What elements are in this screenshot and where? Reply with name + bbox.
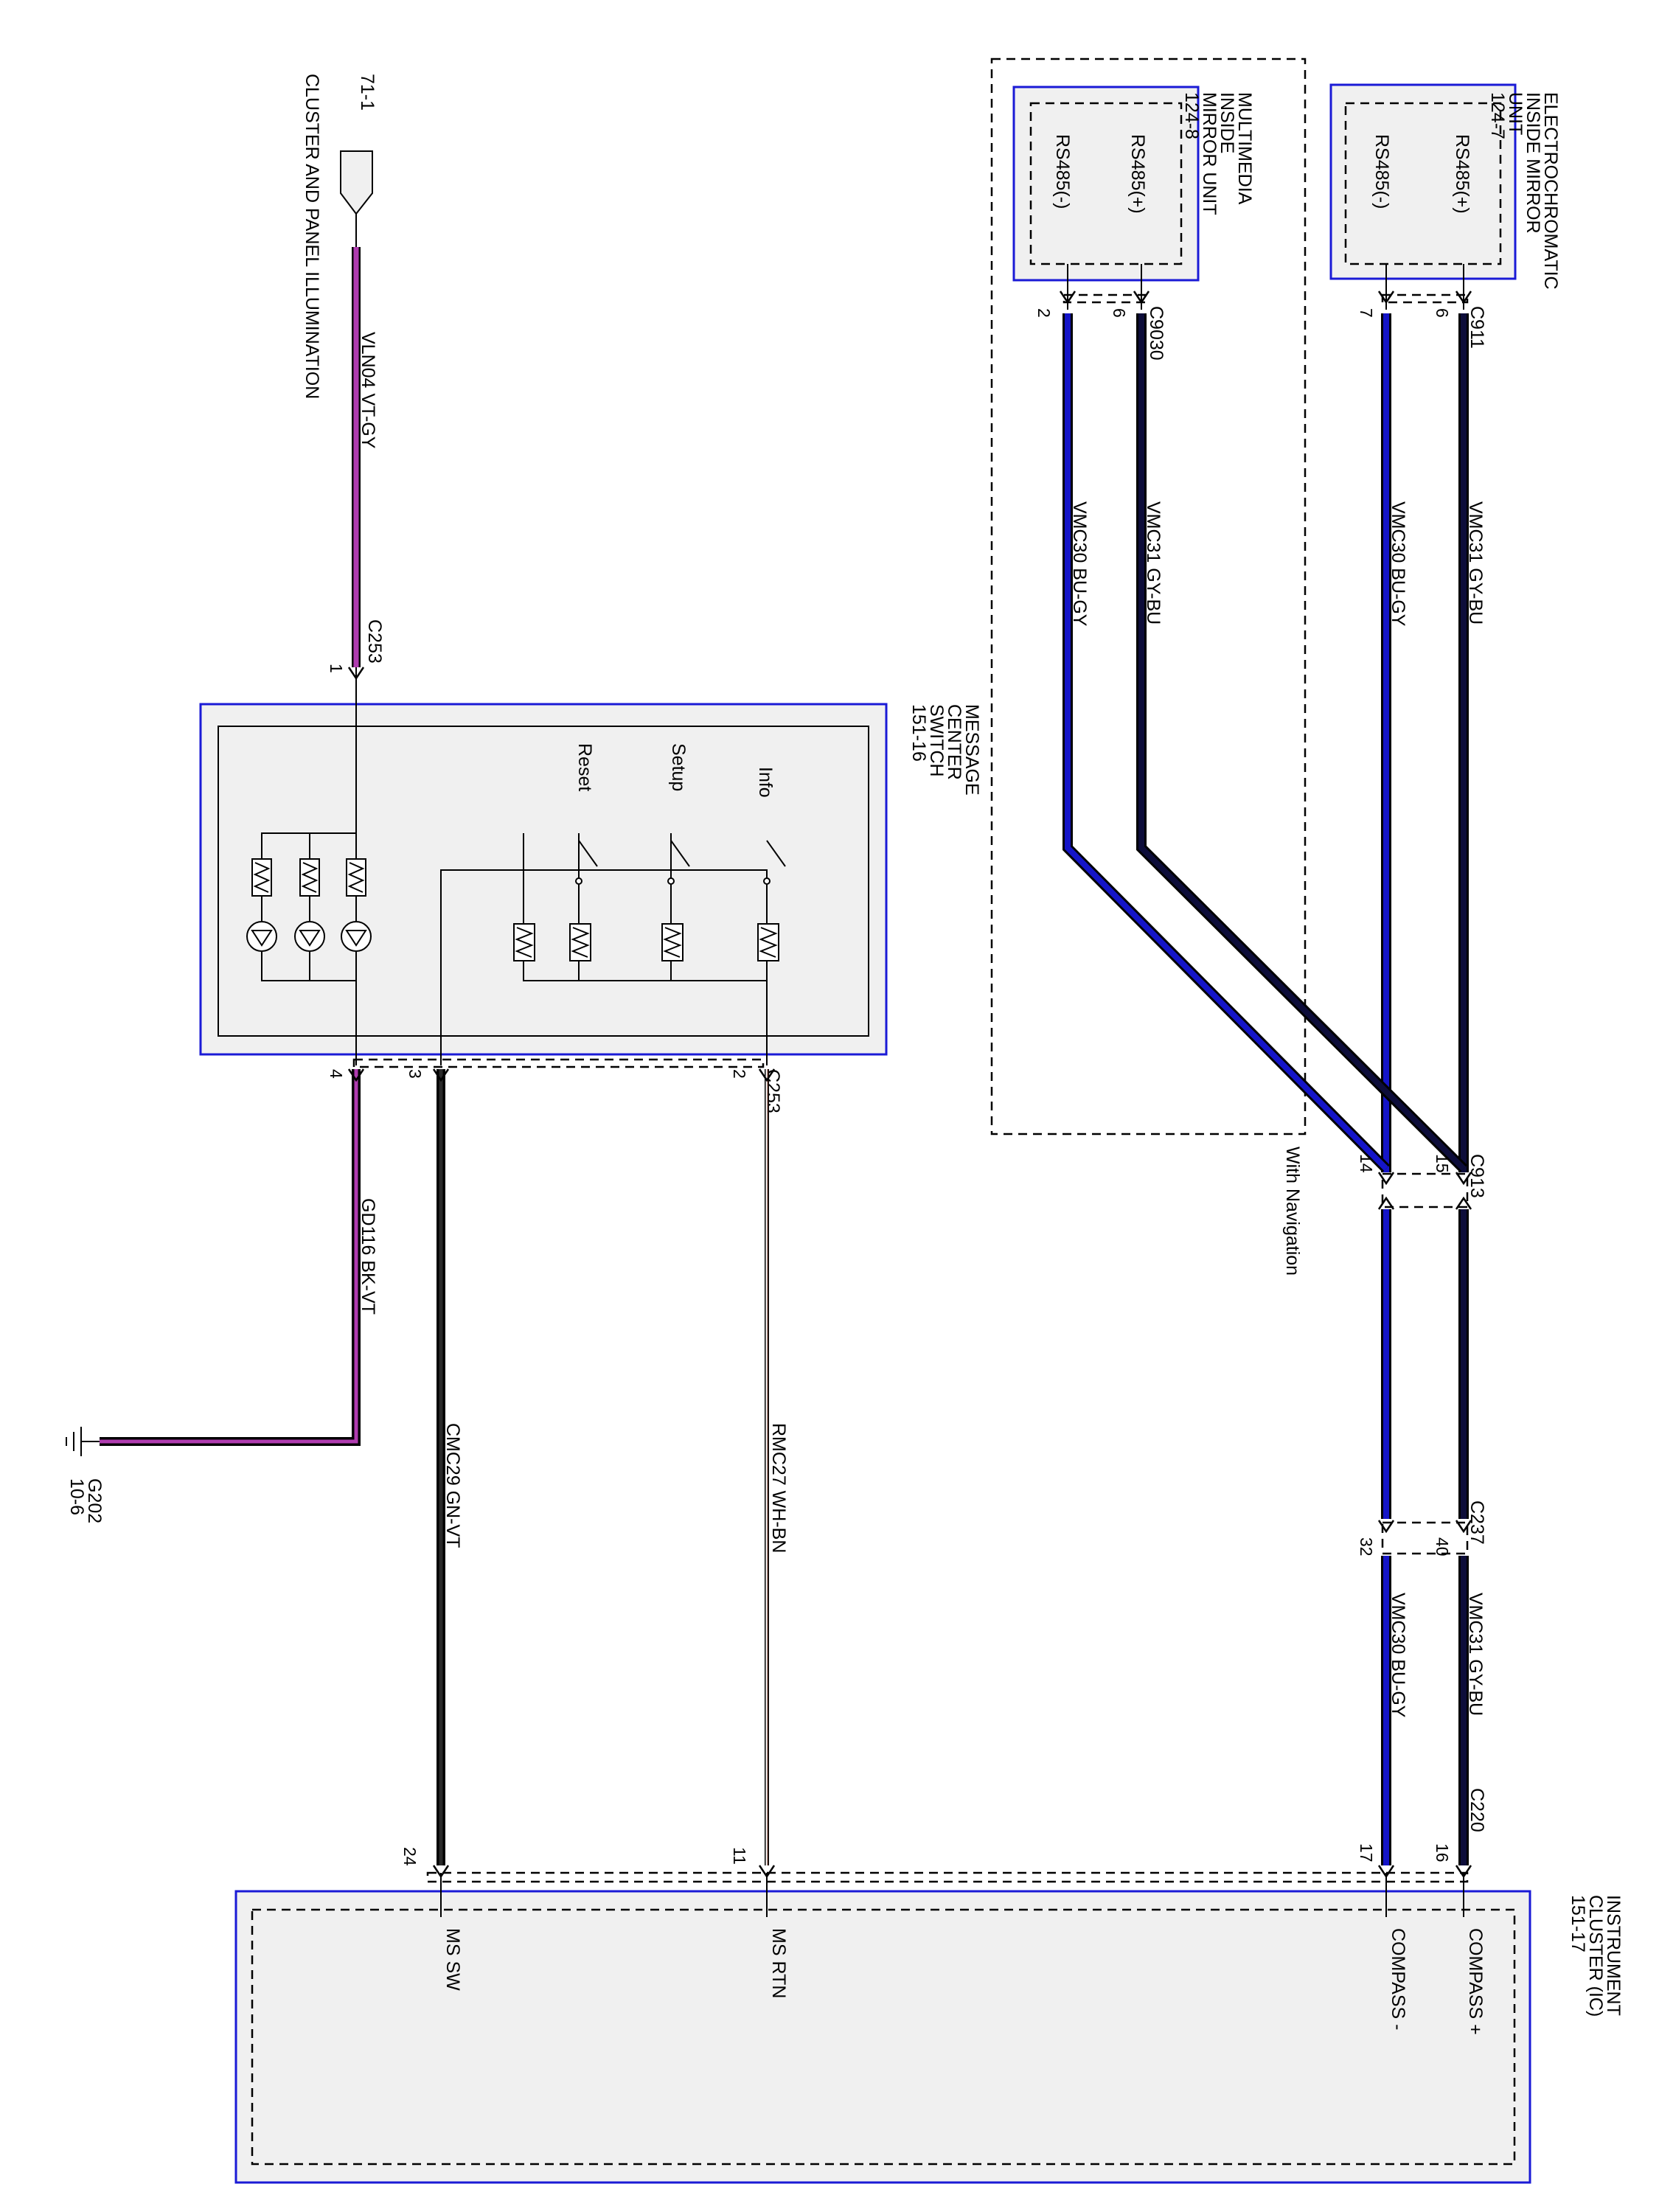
circuit-label-w5: VMC31 GY-BU: [1465, 1593, 1486, 1716]
pin-c237-40: 40: [1433, 1537, 1452, 1557]
wire-vmc30-mm: [1062, 313, 1390, 1172]
circuit-label-w1: VMC31 GY-BU: [1465, 501, 1486, 625]
msg-switch-title-3: SWITCH: [926, 704, 947, 777]
with-navigation-note: With Navigation: [1282, 1147, 1303, 1276]
pin-c220-17: 17: [1357, 1843, 1376, 1863]
mm-pin-rs485-minus: RS485(-): [1052, 134, 1073, 209]
mm-mirror-title-4: 124-8: [1181, 92, 1202, 139]
ec-mirror-title-3: UNIT: [1505, 92, 1526, 135]
ic-pin-ms-rtn: MS RTN: [768, 1928, 789, 1998]
mm-mirror-unit: MULTIMEDIA INSIDE MIRROR UNIT 124-8 RS48…: [1012, 86, 1255, 310]
switch-label-reset: Reset: [574, 743, 595, 791]
ic-pin-compass-plus: COMPASS +: [1465, 1928, 1486, 2035]
switch-label-setup: Setup: [668, 743, 689, 791]
ic-pin-compass-minus: COMPASS -: [1388, 1928, 1408, 2030]
pin-c237-32: 32: [1357, 1537, 1376, 1557]
cluster-illum-ref: 71-1: [357, 74, 378, 111]
circuit-label-w2: VMC30 BU-GY: [1388, 501, 1408, 627]
mm-mirror-title-2: INSIDE: [1217, 92, 1237, 153]
ec-mirror-title-2: INSIDE MIRROR: [1523, 92, 1543, 234]
connector-c9030: [1062, 293, 1147, 304]
message-center-switch: MESSAGE CENTER SWITCH 151-16 Info Setup …: [199, 667, 982, 1065]
mm-mirror-title-3: MIRROR UNIT: [1199, 92, 1220, 215]
pin-c253-3: 3: [406, 1069, 425, 1079]
pin-c9030-2: 2: [1034, 308, 1054, 318]
illumination-leds: [246, 858, 372, 952]
ground-ref: G202: [84, 1478, 105, 1523]
circuit-label-w10: GD116 BK-VT: [358, 1198, 378, 1315]
msg-switch-title-4: 151-16: [908, 704, 929, 762]
connector-c911: [1381, 293, 1469, 304]
ground-page: 10-6: [66, 1478, 87, 1515]
connector-c253-bottom: [352, 1058, 765, 1068]
msg-switch-title-1: MESSAGE: [961, 704, 982, 796]
circuit-label-w8: RMC27 WH-BN: [768, 1423, 789, 1553]
circuit-label-w4: VMC30 BU-GY: [1069, 501, 1090, 627]
ec-mirror-title-1: ELECTROCHROMATIC: [1540, 92, 1561, 290]
cluster-illumination-terminal: 71-1 CLUSTER AND PANEL ILLUMINATION: [302, 74, 378, 399]
connector-c913: [1381, 1172, 1469, 1208]
ic-title-1: INSTRUMENT: [1603, 1895, 1624, 2016]
circuit-label-w3: VMC31 GY-BU: [1143, 501, 1164, 625]
circuit-label-w7: VLN04 VT-GY: [358, 332, 378, 449]
pin-ic-11: 11: [730, 1847, 749, 1865]
label-c253-top: C253: [364, 619, 385, 664]
circuit-label-w6: VMC30 BU-GY: [1388, 1593, 1408, 1718]
msg-switch-title-2: CENTER: [944, 704, 964, 780]
mm-mirror-title-1: MULTIMEDIA: [1234, 92, 1255, 205]
switch-label-info: Info: [755, 767, 776, 798]
ic-title-3: 151-17: [1568, 1895, 1588, 1952]
label-c220: C220: [1467, 1788, 1487, 1832]
label-c9030: C9030: [1146, 306, 1166, 361]
wire-gd116: [100, 1069, 361, 1446]
pin-c9030-6: 6: [1110, 308, 1129, 318]
ic-pin-ms-sw: MS SW: [442, 1928, 463, 1991]
label-c911: C911: [1467, 306, 1487, 349]
ec-mirror-title-4: 124-7: [1487, 92, 1508, 139]
instrument-cluster: INSTRUMENT CLUSTER (IC) 151-17 COMPASS +…: [234, 1873, 1624, 2184]
cluster-illum-name: CLUSTER AND PANEL ILLUMINATION: [302, 74, 322, 399]
label-c913: C913: [1467, 1154, 1487, 1198]
pin-c220-16: 16: [1433, 1843, 1452, 1863]
ground-g202: G202 10-6: [66, 1427, 105, 1523]
switch-resistors: [513, 923, 779, 961]
wire-rmc27: [765, 1069, 769, 1865]
connector-c220-ic: [426, 1871, 1469, 1883]
circuit-label-w9: CMC29 GN-VT: [442, 1423, 463, 1548]
pin-c911-7: 7: [1357, 308, 1376, 318]
pin-c253-4: 4: [327, 1069, 346, 1079]
pin-ic-24: 24: [400, 1847, 420, 1866]
ic-title-2: CLUSTER (IC): [1585, 1895, 1606, 2017]
pin-c253-1: 1: [327, 664, 346, 673]
pin-c253-2: 2: [730, 1069, 749, 1079]
ec-pin-rs485-plus: RS485(+): [1452, 134, 1472, 214]
connector-arrows: [347, 291, 1472, 1879]
ec-pin-rs485-minus: RS485(-): [1371, 134, 1392, 209]
pin-c911-6: 6: [1433, 308, 1452, 318]
connector-c237: [1381, 1521, 1469, 1555]
mm-pin-rs485-plus: RS485(+): [1127, 134, 1148, 214]
ec-mirror-unit: ELECTROCHROMATIC INSIDE MIRROR UNIT 124-…: [1329, 83, 1561, 310]
wire-vmc31-mm: [1136, 313, 1467, 1172]
